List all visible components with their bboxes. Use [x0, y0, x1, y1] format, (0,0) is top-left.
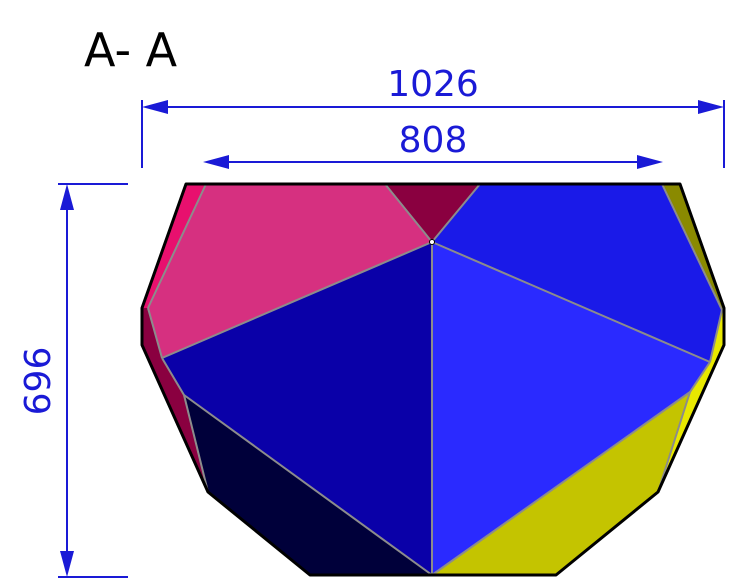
face-magenta-top-left: [148, 184, 432, 358]
arrowhead-left: [142, 100, 168, 114]
arrowhead-bottom: [60, 551, 74, 577]
dimension-text-height: 696: [18, 347, 59, 416]
dimension-overall-width: 1026: [141, 64, 725, 168]
polyhedron-section: [140, 182, 726, 577]
face-maroon-left: [142, 308, 208, 492]
dimension-height: 696: [18, 183, 128, 578]
dimension-text-inner-width: 808: [399, 120, 468, 161]
face-maroon-top: [385, 184, 480, 242]
section-label: A- A: [84, 23, 178, 77]
dimension-text-overall-width: 1026: [387, 64, 479, 105]
arrowhead-left-inner: [203, 155, 229, 169]
dimension-inner-width: 808: [203, 120, 663, 169]
face-blue-top-right: [432, 184, 722, 362]
face-bright-blue-right: [432, 242, 710, 575]
face-dark-blue-center: [162, 242, 432, 575]
face-yellow-right: [658, 308, 724, 492]
face-hot-pink-left: [142, 184, 206, 308]
apex-point: [429, 239, 435, 245]
arrowhead-right-inner: [637, 155, 663, 169]
outline: [140, 182, 726, 577]
internal-edges: [147, 183, 723, 576]
arrowhead-right: [698, 100, 724, 114]
arrowhead-top: [60, 184, 74, 210]
